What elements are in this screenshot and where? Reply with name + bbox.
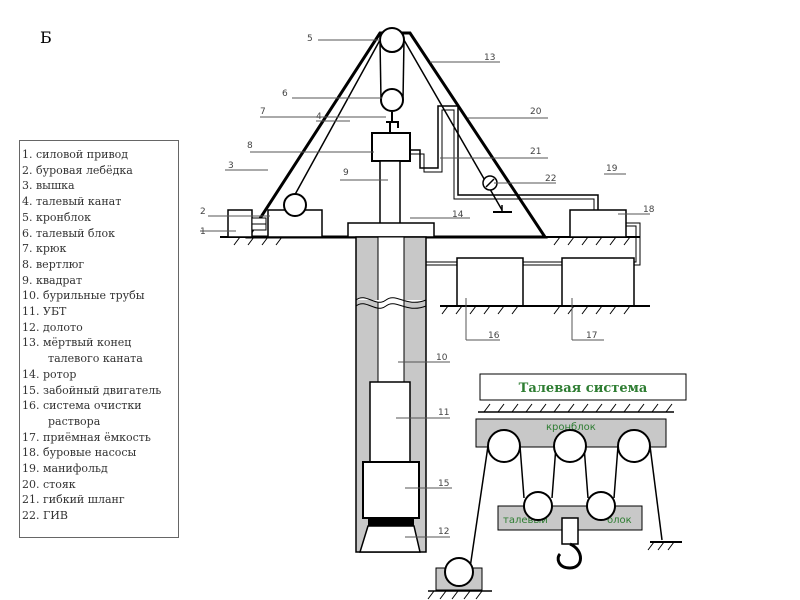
callout-7: 7 — [260, 107, 266, 117]
inset-hook — [556, 542, 582, 570]
callout-18: 18 — [643, 205, 655, 215]
legend-item: 5. кронблок — [22, 210, 91, 224]
callout-20: 20 — [530, 107, 542, 117]
mud-pumps — [569, 209, 627, 238]
drill-collars — [369, 381, 411, 463]
legend-item-text: талевого каната — [48, 352, 143, 366]
fast-line — [291, 39, 381, 201]
swivel — [371, 132, 411, 162]
callout-9: 9 — [343, 168, 349, 178]
callout-13: 13 — [484, 53, 495, 63]
legend-item: 21. гибкий шланг — [22, 493, 125, 507]
inset-title: Талевая система — [519, 381, 648, 396]
inset-crown-sheave — [487, 429, 521, 463]
legend-item: 2. буровая лебёдка — [22, 163, 133, 177]
return-line — [426, 222, 641, 266]
manifold — [500, 194, 599, 210]
kelly — [379, 160, 401, 225]
legend-item: 4. талевый канат — [22, 195, 122, 209]
legend-item: 7. крюк — [22, 242, 67, 256]
legend-item: 13. мёртвый конец — [22, 336, 132, 350]
legend-item-continuation: раствора — [20, 414, 178, 430]
inset-crown-sheave — [553, 429, 587, 463]
callout-15: 15 — [438, 479, 449, 489]
legend-item: 6. талевый блок — [22, 226, 116, 240]
downhole-motor — [362, 461, 420, 519]
legend-item-continuation: талевого каната — [20, 351, 178, 367]
inset-crown-sheave — [617, 429, 651, 463]
inset-hook-shank — [561, 517, 579, 545]
legend-item: 12. долото — [22, 320, 83, 334]
mud-cleaning-system — [456, 257, 524, 307]
drill-bit — [358, 525, 421, 553]
standpipe-inner — [410, 109, 500, 200]
callout-12: 12 — [438, 527, 449, 537]
rotary-table — [347, 222, 435, 238]
standpipe — [410, 105, 500, 196]
callout-8: 8 — [247, 141, 253, 151]
inset-ropes — [469, 445, 663, 569]
callout-19: 19 — [606, 164, 618, 174]
legend-item: 10. бурильные трубы — [22, 289, 145, 303]
callout-17: 17 — [586, 331, 597, 341]
drawworks-drum — [283, 193, 307, 217]
casing-inner — [377, 236, 405, 383]
callout-16: 16 — [488, 331, 500, 341]
inset-talevyi-label: талевый — [503, 515, 548, 526]
legend-item: 1. силовой привод — [22, 148, 129, 161]
legend-item: 15. забойный двигатель — [22, 383, 162, 397]
callout-21: 21 — [530, 147, 541, 157]
legend-item: 17. приёмная ёмкость — [22, 430, 151, 444]
legend-item: 18. буровые насосы — [22, 446, 137, 460]
legend-item-text: раствора — [48, 414, 101, 428]
callout-1: 1 — [200, 227, 206, 237]
break-line — [355, 297, 427, 303]
legend-item: 11. УБТ — [22, 305, 67, 319]
legend-box: 1. силовой привод 2. буровая лебёдка 3. … — [19, 140, 179, 538]
crown-block — [379, 27, 405, 53]
callout-6: 6 — [282, 89, 288, 99]
inset-travelling-sheave — [586, 491, 616, 521]
callout-22: 22 — [545, 174, 556, 184]
callout-10: 10 — [436, 353, 448, 363]
callout-4: 4 — [316, 112, 322, 122]
callout-leaders — [200, 39, 650, 538]
drawworks — [267, 209, 323, 238]
legend-item: 16. система очистки — [22, 399, 142, 413]
callout-5: 5 — [307, 34, 313, 44]
panel-letter: Б — [40, 28, 52, 47]
legend-item: 20. стояк — [22, 477, 76, 491]
drill-line — [379, 39, 382, 101]
inset-blok-label: блок — [607, 515, 632, 526]
inset-kronblok-label: кронблок — [546, 422, 596, 433]
inset-travelling-sheave — [523, 491, 553, 521]
inset-title-box — [479, 373, 687, 401]
legend-item: 8. вертлюг — [22, 257, 85, 271]
travelling-block — [380, 88, 404, 112]
receiving-tank — [561, 257, 635, 307]
ground-hatch — [441, 305, 631, 315]
legend-item: 14. ротор — [22, 367, 77, 381]
legend-item: 22. ГИВ — [22, 509, 68, 523]
ceiling-hatch — [483, 403, 673, 413]
callout-3: 3 — [228, 161, 234, 171]
hook — [386, 112, 399, 132]
legend-item: 19. манифольд — [22, 462, 108, 476]
drill-line — [402, 39, 405, 101]
bit-body — [368, 518, 414, 526]
power-drive — [227, 209, 253, 238]
callout-14: 14 — [452, 210, 464, 220]
inset-drawworks-drum — [444, 557, 474, 587]
legend-item: 9. квадрат — [22, 273, 83, 287]
callout-2: 2 — [200, 207, 206, 217]
legend-item: 3. вышка — [22, 179, 75, 193]
callout-11: 11 — [438, 408, 449, 418]
